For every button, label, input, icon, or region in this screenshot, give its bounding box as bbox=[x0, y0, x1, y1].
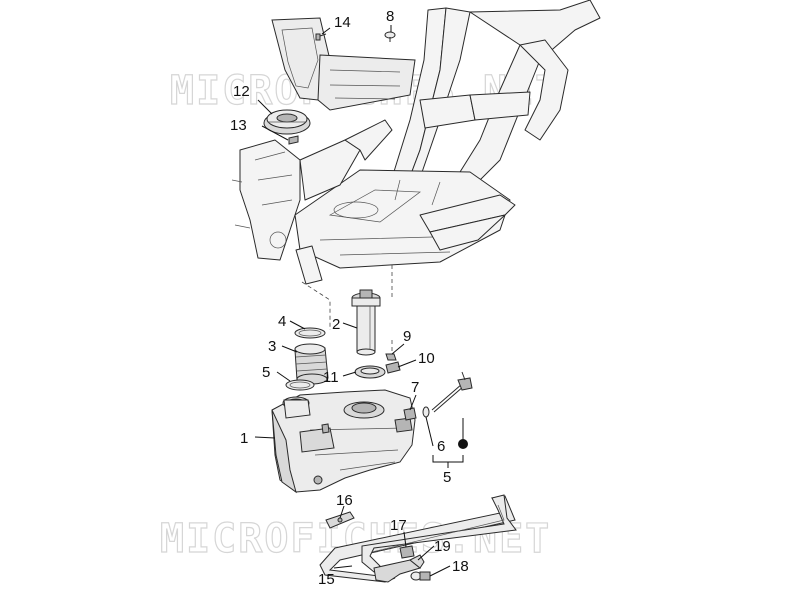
fuel-tank bbox=[271, 389, 416, 494]
bracket-part-17 bbox=[399, 545, 415, 559]
washer-part-6 bbox=[422, 406, 430, 418]
callout-10: 10 bbox=[418, 350, 435, 367]
scooter-frame bbox=[231, 0, 601, 285]
bolt-part-18 bbox=[410, 571, 431, 581]
callout-15: 15 bbox=[318, 571, 335, 588]
callout-3: 3 bbox=[268, 338, 276, 355]
bracket-part-16 bbox=[325, 511, 355, 529]
sender-gasket bbox=[354, 365, 386, 379]
leader-lines bbox=[254, 25, 468, 577]
callout-11: 11 bbox=[323, 369, 339, 386]
callout-5-set: 5 bbox=[443, 469, 451, 486]
callout-9: 9 bbox=[403, 328, 411, 345]
callout-1: 1 bbox=[240, 430, 248, 447]
callout-14: 14 bbox=[334, 14, 351, 31]
filler-cap-ring bbox=[263, 109, 311, 135]
alignment-line-left bbox=[301, 281, 331, 330]
tank-strap-final bbox=[361, 494, 517, 573]
callout-19: 19 bbox=[434, 538, 451, 555]
callout-13: 13 bbox=[230, 117, 247, 134]
callout-5: 5 bbox=[262, 364, 270, 381]
callout-2: 2 bbox=[332, 316, 340, 333]
seal-clip bbox=[288, 135, 299, 145]
callout-17: 17 bbox=[390, 517, 407, 534]
callout-6: 6 bbox=[437, 438, 445, 455]
callout-12: 12 bbox=[233, 83, 250, 100]
clip-part-10 bbox=[385, 361, 401, 374]
filler-neck-hose bbox=[294, 343, 329, 385]
callout-4: 4 bbox=[278, 313, 286, 330]
hose-clamp-lower bbox=[285, 379, 315, 391]
callout-18: 18 bbox=[452, 558, 469, 575]
nut-part-9 bbox=[385, 353, 397, 361]
callout-16: 16 bbox=[336, 492, 353, 509]
grease-point-marker bbox=[458, 439, 468, 449]
callout-8: 8 bbox=[386, 8, 394, 25]
long-bolt bbox=[431, 371, 473, 413]
fuel-level-sender bbox=[351, 289, 381, 356]
screw-part-14 bbox=[315, 33, 327, 41]
hose-clamp-upper bbox=[294, 327, 326, 339]
callout-labels: 14 8 12 13 4 2 3 5 11 9 10 7 1 6 5 16 17… bbox=[230, 8, 469, 588]
screw-part-8 bbox=[384, 31, 396, 42]
callout-7: 7 bbox=[411, 379, 419, 396]
